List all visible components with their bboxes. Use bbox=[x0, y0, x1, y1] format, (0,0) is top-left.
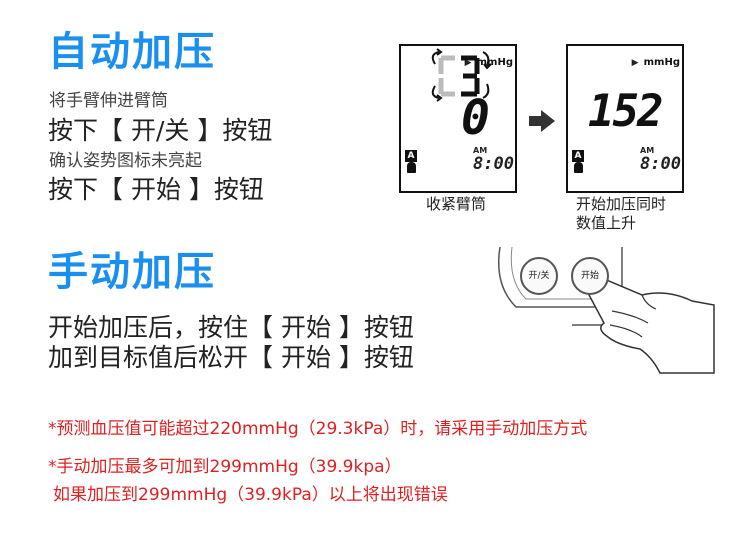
auto-step2-hint: 确认姿势图标未亮起 bbox=[49, 151, 202, 171]
clock-time: 8:00 bbox=[640, 154, 681, 174]
unit-text: mmHg bbox=[476, 57, 513, 68]
inflation-cycle-icon bbox=[431, 48, 492, 102]
device-outline bbox=[497, 246, 715, 374]
manual-inflation-title: 手动加压 bbox=[48, 249, 216, 295]
ampm-label: AM bbox=[473, 146, 488, 155]
display1-caption: 收紧臂筒 bbox=[426, 195, 487, 213]
auto-step2-action: 按下【 开始 】按钮 bbox=[48, 175, 264, 204]
manual-line2: 加到目标值后松开【 开始 】按钮 bbox=[48, 343, 414, 372]
note-error-warning: 如果加压到299mmHg（39.9kPa）以上将出现错误 bbox=[53, 485, 448, 505]
power-button[interactable]: 开/关 bbox=[520, 257, 558, 295]
auto-inflation-title: 自动加压 bbox=[48, 29, 216, 75]
display2-caption-line2: 数值上升 bbox=[576, 214, 637, 232]
note-max-pressure: *手动加压最多可加到299mmHg（39.9kpa） bbox=[48, 457, 402, 477]
auto-step1-action: 按下【 开/关 】按钮 bbox=[48, 116, 273, 145]
manual-line1: 开始加压后，按住【 开始 】按钮 bbox=[48, 313, 414, 342]
arrow-right-icon bbox=[529, 110, 555, 132]
pointer-icon: ▶ bbox=[631, 58, 639, 68]
start-button[interactable]: 开始 bbox=[571, 257, 609, 295]
unit-text: mmHg bbox=[643, 57, 680, 68]
posture-person-icon bbox=[407, 162, 416, 173]
lcd-display-initial: ▶ mmHg 0 A AM 8:00 bbox=[399, 44, 517, 193]
display2-caption-line1: 开始加压同时 bbox=[576, 195, 667, 213]
pressure-value: 152 bbox=[588, 86, 663, 137]
note-manual-recommended: *预测血压值可能超过220mmHg（29.3kPa）时，请采用手动加压方式 bbox=[48, 419, 588, 439]
posture-badge: A bbox=[405, 150, 417, 162]
posture-badge: A bbox=[572, 150, 584, 162]
pointer-icon: ▶ bbox=[464, 58, 472, 68]
clock-time: 8:00 bbox=[473, 154, 514, 174]
auto-step1-hint: 将手臂伸进臂筒 bbox=[49, 91, 168, 111]
pressure-digit: 0 bbox=[461, 90, 490, 146]
display-unit-label: ▶ mmHg bbox=[632, 50, 680, 69]
device-illustration: 开/关 开始 bbox=[492, 245, 727, 375]
posture-person-icon bbox=[574, 162, 583, 173]
lcd-display-inflating: ▶ mmHg 152 A AM 8:00 bbox=[566, 44, 684, 193]
ampm-label: AM bbox=[640, 146, 655, 155]
display-unit-label: ▶ mmHg bbox=[465, 50, 513, 69]
